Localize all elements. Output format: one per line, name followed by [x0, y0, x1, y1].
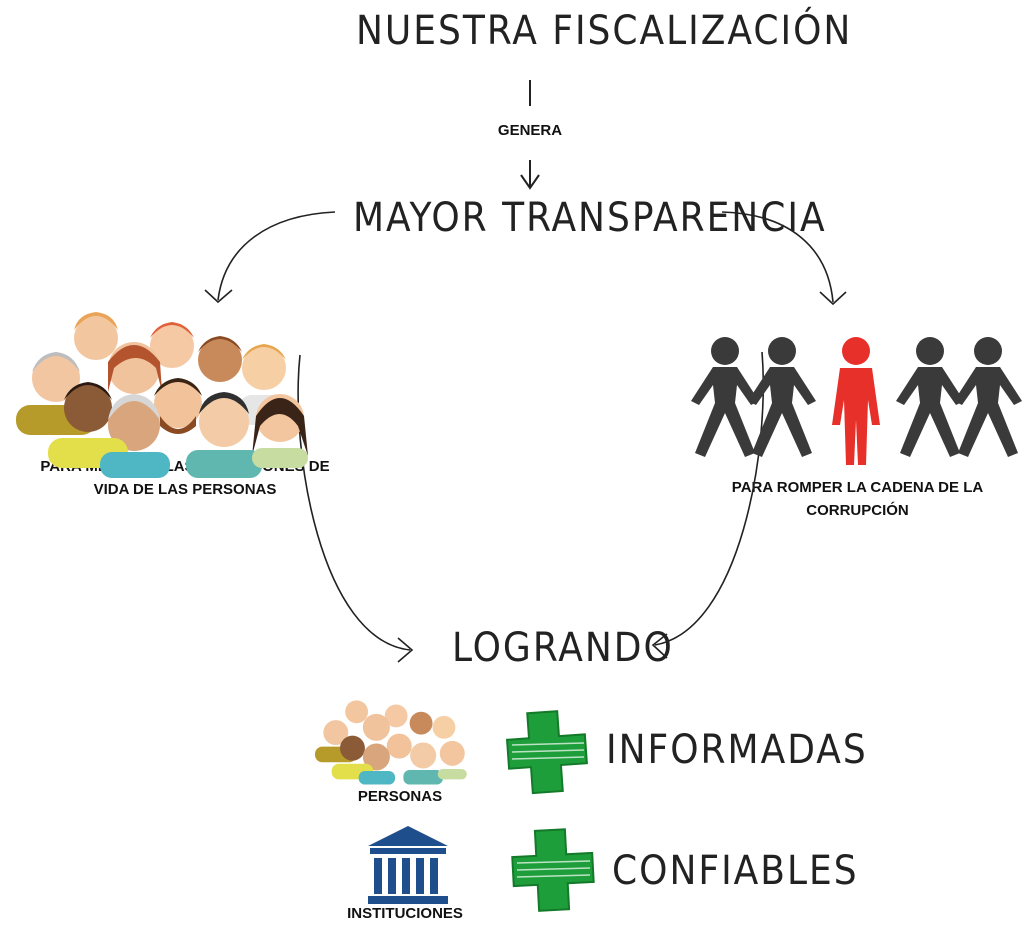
diagram-title: NUESTRA FISCALIZACIÓN [356, 8, 853, 54]
people-group-icon [16, 312, 308, 478]
human-chain-icon [691, 337, 1022, 465]
plus-icon-informadas [505, 710, 588, 795]
connector-label: GENERA [497, 122, 563, 139]
row1-label: PERSONAS [357, 788, 443, 805]
arrow-to-people-icon [204, 211, 336, 304]
institution-building-icon [368, 826, 448, 904]
row2-label: INSTITUCIONES [347, 905, 463, 922]
row2-value: CONFIABLES [612, 848, 859, 894]
middle-concept: MAYOR TRANSPARENCIA [353, 195, 827, 241]
arrow-right-to-result-icon [651, 351, 765, 659]
left-caption-line2: VIDA DE LAS PERSONAS [93, 481, 277, 498]
arrow-left-to-result-icon [297, 354, 414, 663]
arrow-to-chain-icon [721, 211, 847, 306]
right-caption-line2: CORRUPCIÓN [806, 502, 909, 519]
genera-arrow-icon [520, 160, 540, 190]
row1-value: INFORMADAS [606, 727, 868, 773]
plus-icon-confiables [511, 828, 595, 912]
right-caption: PARA ROMPER LA CADENA DE LA CORRUPCIÓN [690, 476, 1025, 522]
right-caption-line1: PARA ROMPER LA CADENA DE LA [731, 479, 984, 496]
result-concept: LOGRANDO [452, 625, 674, 671]
people-group-small-icon [315, 700, 467, 785]
